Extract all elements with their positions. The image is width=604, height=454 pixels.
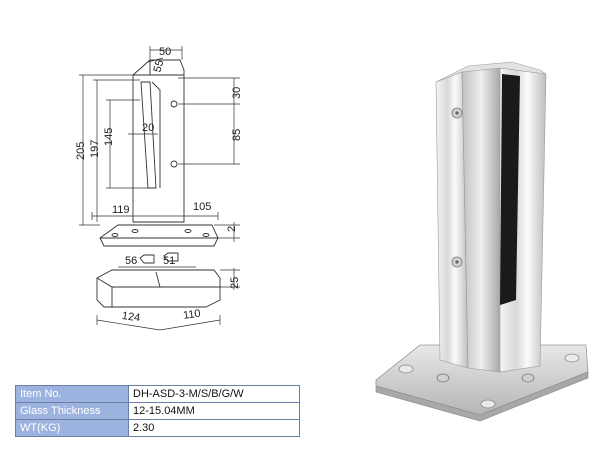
dim-30: 30 [231, 87, 243, 99]
table-row: WT(KG) 2.30 [15, 419, 300, 437]
spec-table: Item No. DH-ASD-3-M/S/B/G/W Glass Thickn… [15, 385, 300, 437]
dim-55: 55 [152, 59, 167, 74]
dim-51: 51 [163, 255, 175, 267]
dim-205: 205 [75, 142, 87, 160]
dim-2: 2 [226, 226, 238, 232]
dim-50: 50 [159, 46, 171, 58]
weight-label: WT(KG) [15, 419, 129, 437]
technical-drawing [96, 59, 221, 308]
glass-thickness-value: 12-15.04MM [128, 402, 300, 420]
item-no-label: Item No. [15, 385, 129, 403]
dim-119: 119 [112, 204, 130, 216]
dimension-labels: 50 55 30 85 20 145 197 205 119 105 2 56 … [75, 46, 243, 324]
dim-124: 124 [121, 310, 141, 324]
dim-105: 105 [193, 201, 211, 213]
product-render [375, 61, 589, 422]
dim-20: 20 [142, 122, 154, 134]
dim-145: 145 [103, 128, 115, 146]
dim-56: 56 [125, 255, 137, 267]
dim-25: 25 [229, 277, 241, 289]
item-no-value: DH-ASD-3-M/S/B/G/W [128, 385, 300, 403]
dim-197: 197 [89, 140, 101, 158]
glass-thickness-label: Glass Thickness [15, 402, 129, 420]
table-row: Glass Thickness 12-15.04MM [15, 402, 300, 420]
weight-value: 2.30 [128, 419, 300, 437]
dim-110: 110 [182, 308, 201, 322]
table-row: Item No. DH-ASD-3-M/S/B/G/W [15, 385, 300, 403]
dimension-lines [79, 46, 240, 331]
dim-85: 85 [231, 129, 243, 141]
